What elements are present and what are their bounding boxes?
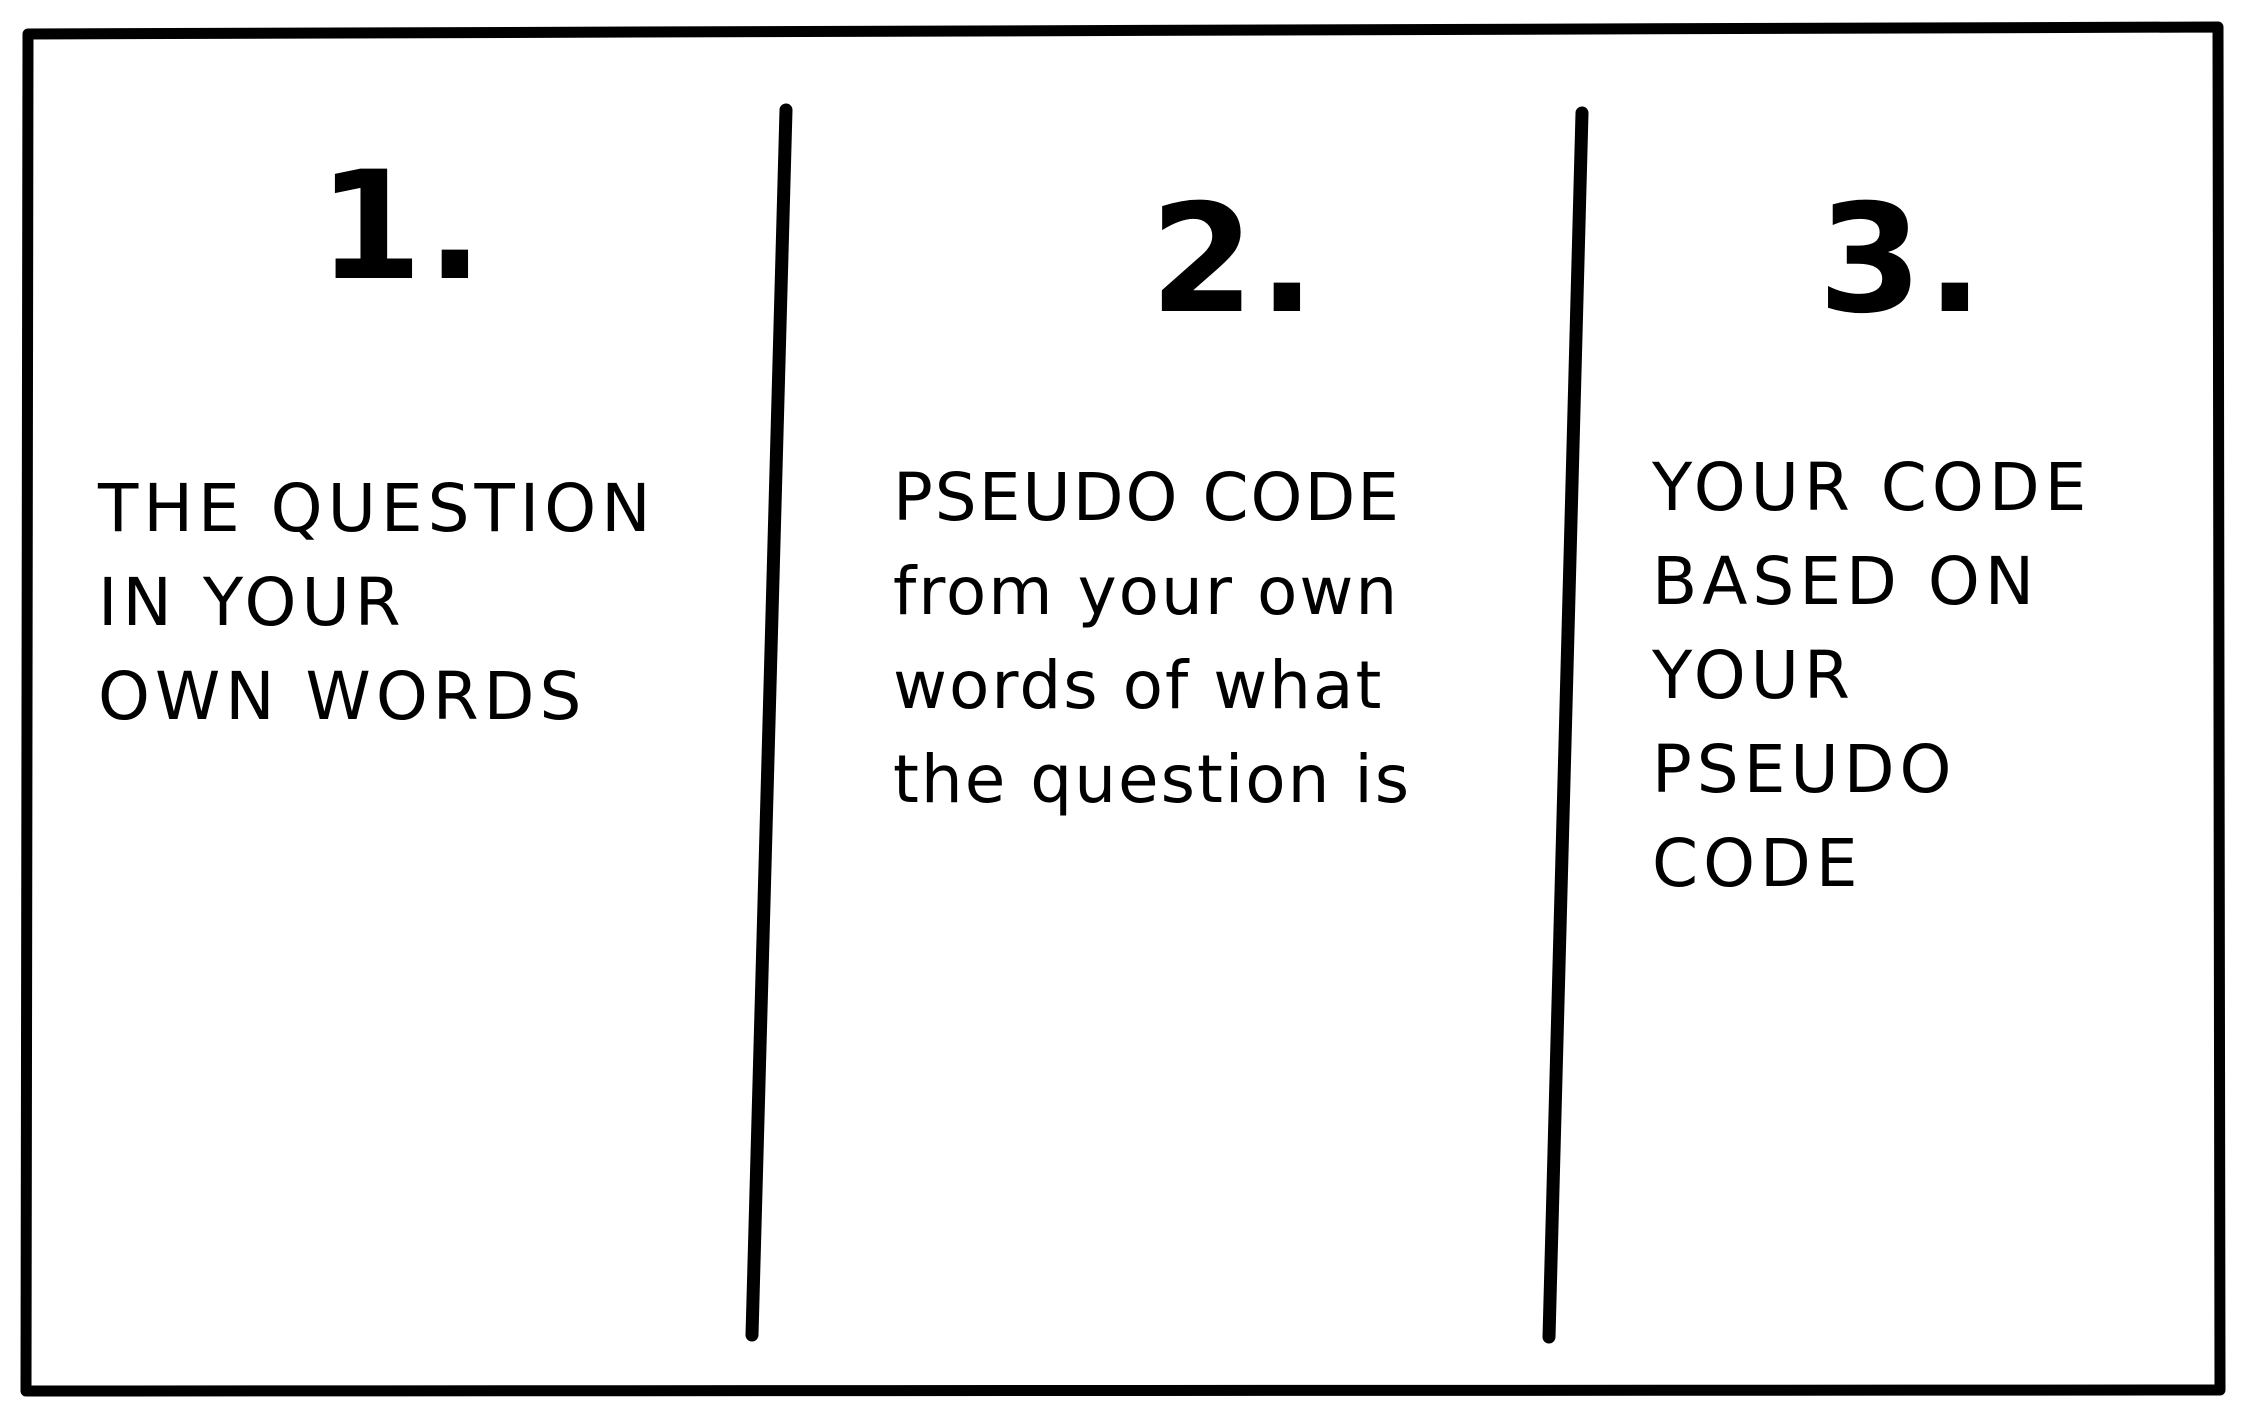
step-1-line-3: OWN WORDS xyxy=(98,658,587,735)
step-3-text: YOUR CODE BASED ON YOUR PSEUDO CODE xyxy=(1652,441,2091,911)
step-2-line-3: words of what xyxy=(893,647,1384,724)
column-divider-2 xyxy=(1542,106,1589,1344)
outer-border xyxy=(20,21,2226,1397)
step-3-line-1: YOUR CODE xyxy=(1652,449,2092,526)
step-3-line-5: CODE xyxy=(1652,825,1863,902)
step-3-number: 3. xyxy=(1818,173,1988,347)
step-2-line-1: PSEUDO CODE xyxy=(893,459,1402,536)
column-divider-1 xyxy=(745,103,793,1342)
step-1-line-1: THE QUESTION xyxy=(98,470,656,547)
step-2-text: PSEUDO CODE from your own words of what … xyxy=(893,451,1411,827)
step-2-number: 2. xyxy=(1150,173,1320,347)
step-2-line-4: the question is xyxy=(893,741,1412,818)
step-3-line-2: BASED ON xyxy=(1652,543,2040,620)
step-1-text: THE QUESTION IN YOUR OWN WORDS xyxy=(98,462,656,744)
step-1-number: 1. xyxy=(318,140,488,314)
step-3-line-4: PSEUDO xyxy=(1652,731,1957,808)
step-3-line-3: YOUR xyxy=(1652,637,1855,714)
step-2-line-2: from your own xyxy=(893,553,1400,630)
step-1-line-2: IN YOUR xyxy=(98,564,406,641)
